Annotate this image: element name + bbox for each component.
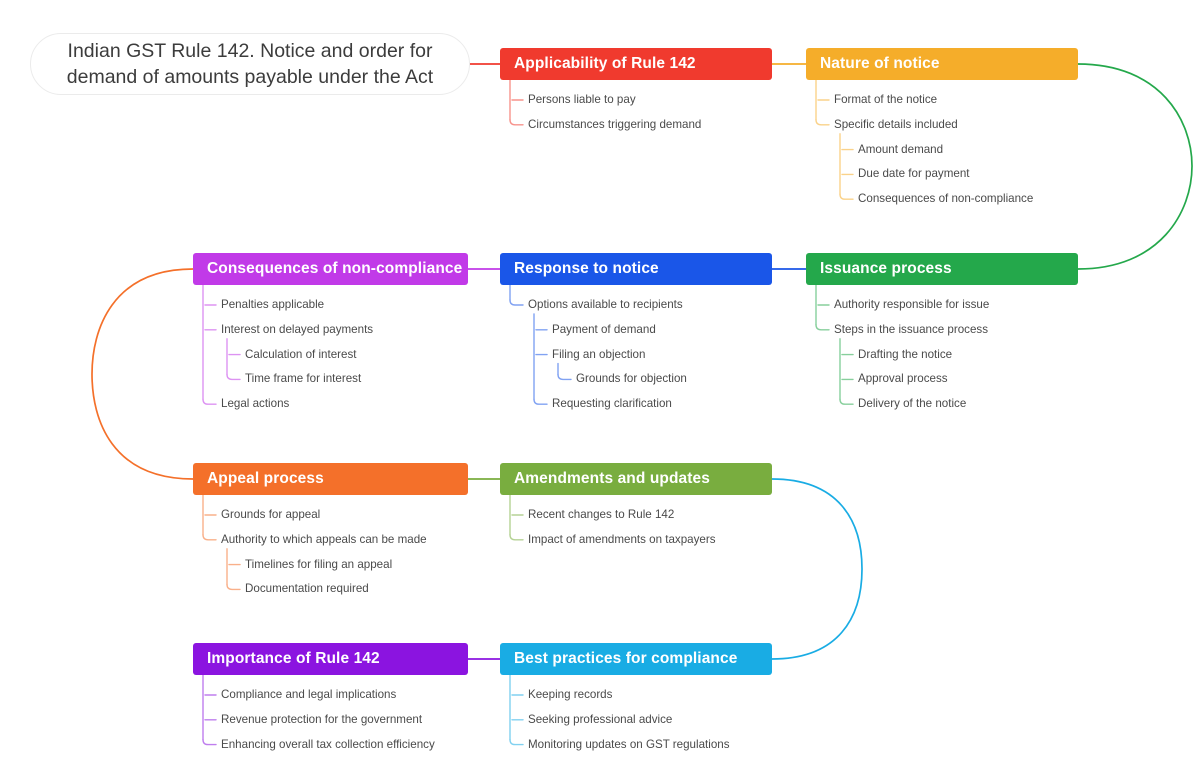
- root-node-label: Indian GST Rule 142. Notice and order fo…: [66, 40, 434, 88]
- branch-child-item[interactable]: Specific details included: [834, 117, 958, 131]
- branch-child-item[interactable]: Legal actions: [221, 397, 290, 411]
- branch-child-item[interactable]: Circumstances triggering demand: [528, 117, 702, 131]
- branch-child-item[interactable]: Consequences of non-compliance: [858, 192, 1034, 206]
- branch-child-item[interactable]: Grounds for appeal: [221, 508, 321, 521]
- branch-child-item[interactable]: Drafting the notice: [858, 347, 953, 361]
- branch-child-item[interactable]: Revenue protection for the government: [221, 712, 423, 726]
- branch-label: Response to notice: [514, 260, 659, 277]
- branch-child-item[interactable]: Format of the notice: [834, 93, 938, 106]
- branch-header-amendments[interactable]: Amendments and updates: [500, 463, 772, 495]
- branch-child-item[interactable]: Requesting clarification: [552, 397, 672, 411]
- branch-child-item[interactable]: Keeping records: [528, 688, 613, 701]
- branch-child-item[interactable]: Seeking professional advice: [528, 712, 673, 726]
- branch-child-item[interactable]: Monitoring updates on GST regulations: [528, 737, 730, 751]
- branch-child-item[interactable]: Grounds for objection: [576, 372, 687, 386]
- branch-child-item[interactable]: Persons liable to pay: [528, 93, 636, 106]
- branch-child-item[interactable]: Delivery of the notice: [858, 397, 967, 411]
- branch-label: Nature of notice: [820, 55, 940, 72]
- branch-child-item[interactable]: Amount demand: [858, 142, 944, 156]
- branch-header-nature-of-notice[interactable]: Nature of notice: [806, 48, 1078, 80]
- branch-child-item[interactable]: Approval process: [858, 372, 948, 386]
- branch-child-item[interactable]: Documentation required: [245, 582, 369, 596]
- branch-child-item[interactable]: Authority to which appeals can be made: [221, 532, 427, 546]
- branch-label: Appeal process: [207, 470, 324, 487]
- branch-child-item[interactable]: Steps in the issuance process: [834, 322, 989, 336]
- branch-header-consequences[interactable]: Consequences of non-compliance: [193, 253, 468, 285]
- branch-header-applicability[interactable]: Applicability of Rule 142: [500, 48, 772, 80]
- branch-child-item[interactable]: Timelines for filing an appeal: [245, 557, 393, 571]
- branch-child-item[interactable]: Time frame for interest: [245, 372, 362, 386]
- branch-child-item[interactable]: Options available to recipients: [528, 298, 683, 311]
- branch-child-item[interactable]: Interest on delayed payments: [221, 322, 374, 336]
- branch-child-item[interactable]: Compliance and legal implications: [221, 688, 397, 701]
- branch-header-issuance[interactable]: Issuance process: [806, 253, 1078, 285]
- branch-header-appeal[interactable]: Appeal process: [193, 463, 468, 495]
- branch-child-item[interactable]: Penalties applicable: [221, 298, 325, 311]
- branch-label: Importance of Rule 142: [207, 650, 380, 667]
- branch-child-item[interactable]: Calculation of interest: [245, 347, 357, 361]
- branch-child-item[interactable]: Enhancing overall tax collection efficie…: [221, 737, 435, 751]
- branch-header-importance[interactable]: Importance of Rule 142: [193, 643, 468, 675]
- root-node[interactable]: Indian GST Rule 142. Notice and order fo…: [30, 33, 470, 95]
- branch-label: Issuance process: [820, 260, 952, 277]
- branch-child-item[interactable]: Authority responsible for issue: [834, 298, 990, 311]
- branch-header-response[interactable]: Response to notice: [500, 253, 772, 285]
- branch-child-item[interactable]: Impact of amendments on taxpayers: [528, 532, 716, 546]
- branch-child-item[interactable]: Filing an objection: [552, 347, 646, 361]
- branch-label: Applicability of Rule 142: [514, 55, 696, 72]
- branch-child-item[interactable]: Due date for payment: [858, 167, 970, 181]
- branch-child-item[interactable]: Recent changes to Rule 142: [528, 508, 675, 521]
- branch-child-item[interactable]: Payment of demand: [552, 322, 656, 336]
- branch-label: Amendments and updates: [514, 470, 710, 487]
- branch-header-best-practices[interactable]: Best practices for compliance: [500, 643, 772, 675]
- branch-label: Consequences of non-compliance: [207, 260, 463, 277]
- branch-label: Best practices for compliance: [514, 650, 738, 667]
